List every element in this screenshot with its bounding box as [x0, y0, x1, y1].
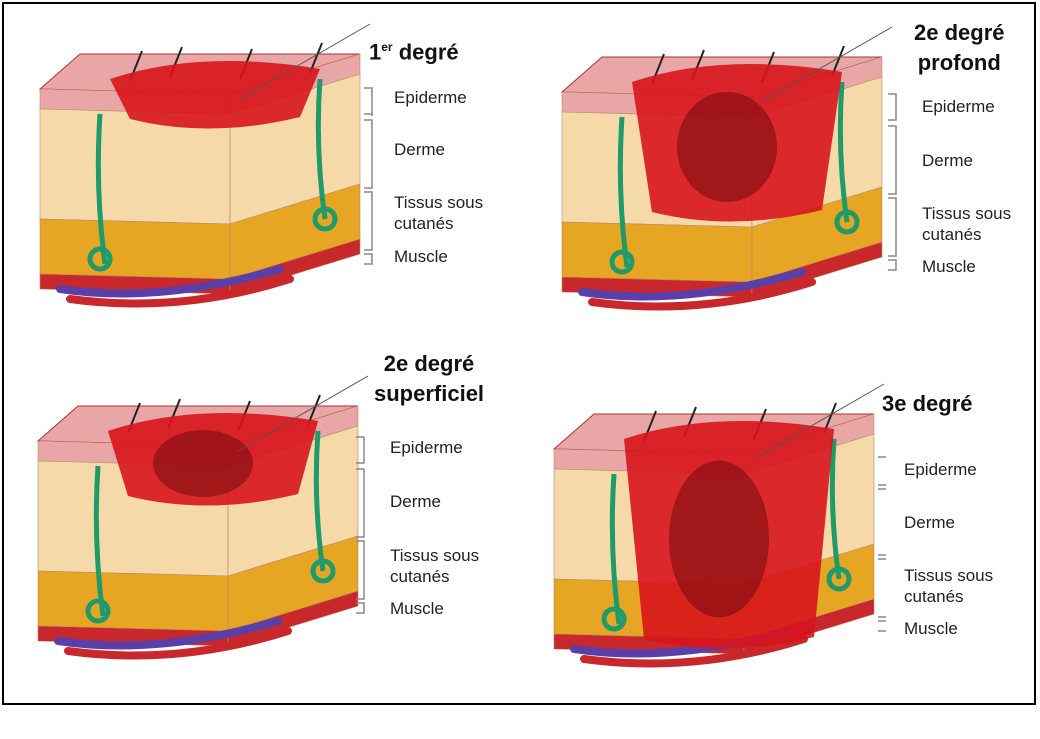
label-subcutaneous: Tissus sous cutanés — [922, 203, 1011, 245]
figure-frame: 1er degré Epiderme Derme Tissus sous cut… — [2, 2, 1036, 705]
label-muscle: Muscle — [904, 618, 958, 639]
label-epidermis: Epiderme — [394, 87, 467, 108]
burn-core — [153, 430, 253, 497]
front-fat — [40, 219, 230, 279]
label-subcutaneous: Tissus sous cutanés — [904, 565, 993, 607]
panel-first-degree: 1er degré Epiderme Derme Tissus sous cut… — [4, 4, 524, 349]
label-muscle: Muscle — [922, 256, 976, 277]
layer-ticks — [876, 455, 892, 655]
skin-block-second-degree-deep — [562, 52, 922, 382]
skin-block-second-degree-superficial — [38, 401, 398, 731]
label-muscle: Muscle — [394, 246, 448, 267]
title-third-degree: 3e degré — [882, 391, 973, 417]
skin-block-third-degree — [554, 409, 914, 739]
label-muscle: Muscle — [390, 598, 444, 619]
front-fat — [562, 222, 752, 282]
label-subcutaneous: Tissus sous cutanés — [394, 192, 483, 234]
label-epidermis: Epiderme — [922, 96, 995, 117]
label-dermis: Derme — [394, 139, 445, 160]
burn-core — [669, 461, 769, 618]
label-dermis: Derme — [904, 512, 955, 533]
label-epidermis: Epiderme — [390, 437, 463, 458]
label-epidermis: Epiderme — [904, 459, 977, 480]
front-fat — [38, 571, 228, 631]
layer-brackets — [354, 433, 374, 633]
layer-brackets — [886, 90, 906, 290]
burn-core — [677, 92, 777, 202]
layer-brackets — [362, 84, 382, 284]
panel-third-degree: 3e degré Epiderme Derme Tissus sous cuta… — [524, 349, 1038, 705]
label-dermis: Derme — [390, 491, 441, 512]
label-dermis: Derme — [922, 150, 973, 171]
skin-block-first-degree — [40, 49, 400, 379]
title-first-degree: 1er degré — [369, 34, 459, 65]
label-subcutaneous: Tissus sous cutanés — [390, 545, 479, 587]
